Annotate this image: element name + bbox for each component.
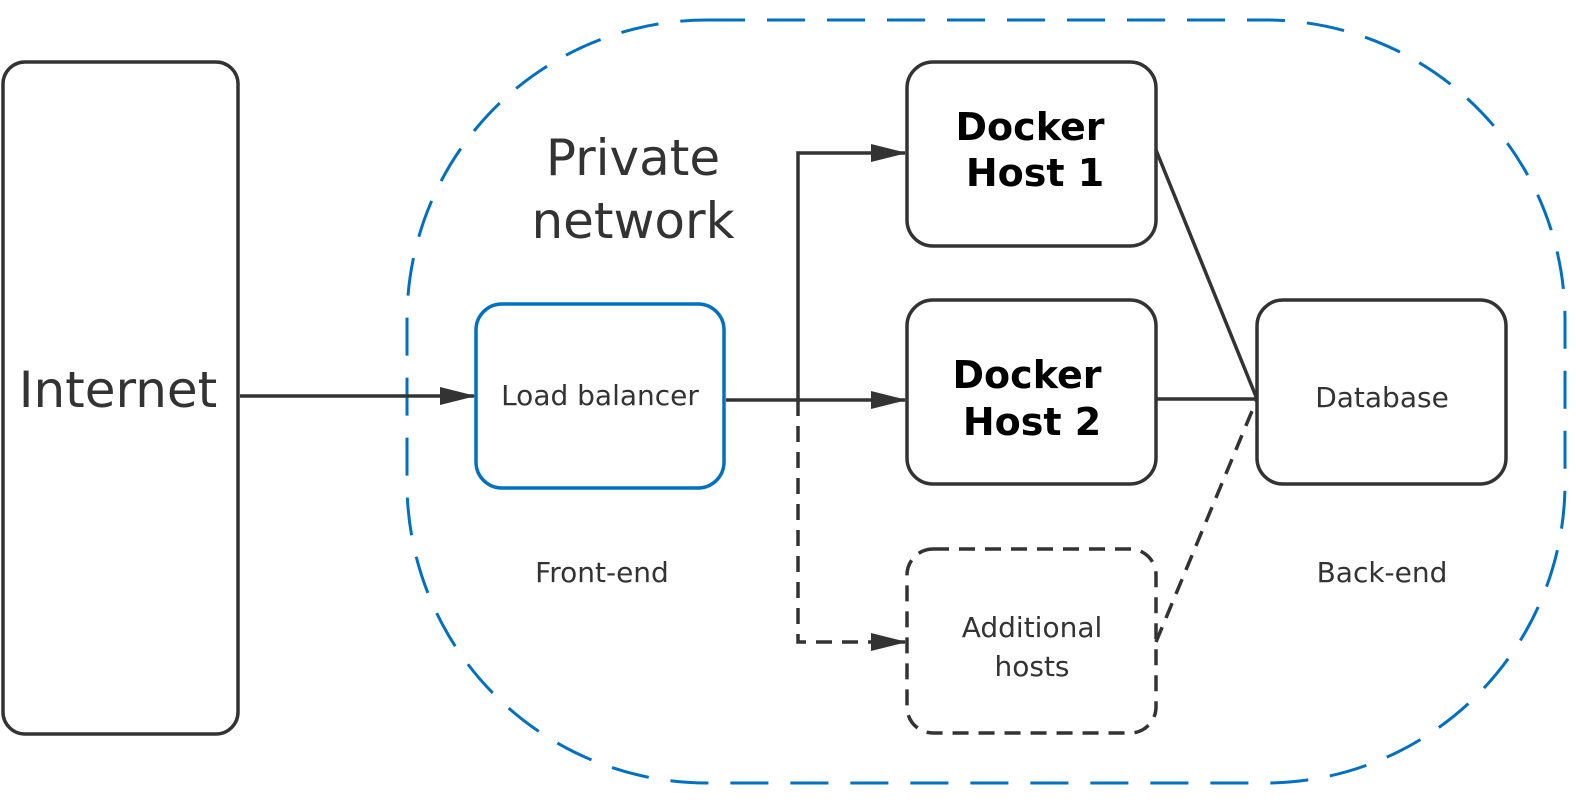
back-end-label: Back-end	[1317, 556, 1448, 589]
docker-host-2-node	[905, 298, 1158, 486]
docker-host-1-label-line2: Host 1	[966, 151, 1104, 195]
load-balancer-label: Load balancer	[501, 379, 699, 412]
internet-node	[1, 60, 240, 736]
private-network-title-line1: Private	[546, 129, 720, 187]
additional-hosts-label-line2: hosts	[994, 650, 1069, 683]
arrow-load-balancer-to-host-1	[796, 144, 907, 400]
load-balancer-node	[474, 302, 726, 490]
docker-host-1-label-line1: Docker	[956, 105, 1105, 149]
docker-host-2-label-line2: Host 2	[963, 400, 1101, 444]
front-end-label: Front-end	[535, 556, 669, 589]
line-host-1-to-database	[1154, 149, 1259, 400]
private-network-region	[405, 18, 1567, 785]
docker-host-2-label-line1: Docker	[953, 353, 1102, 397]
database-label: Database	[1315, 381, 1449, 414]
internet-label: Internet	[19, 361, 218, 419]
additional-hosts-label-line1: Additional	[962, 611, 1103, 644]
database-node	[1255, 298, 1508, 486]
arrow-load-balancer-to-additional-hosts	[796, 400, 907, 651]
private-network-title-line2: network	[531, 192, 734, 250]
line-additional-hosts-to-database	[1154, 398, 1259, 643]
additional-hosts-node	[905, 547, 1158, 735]
